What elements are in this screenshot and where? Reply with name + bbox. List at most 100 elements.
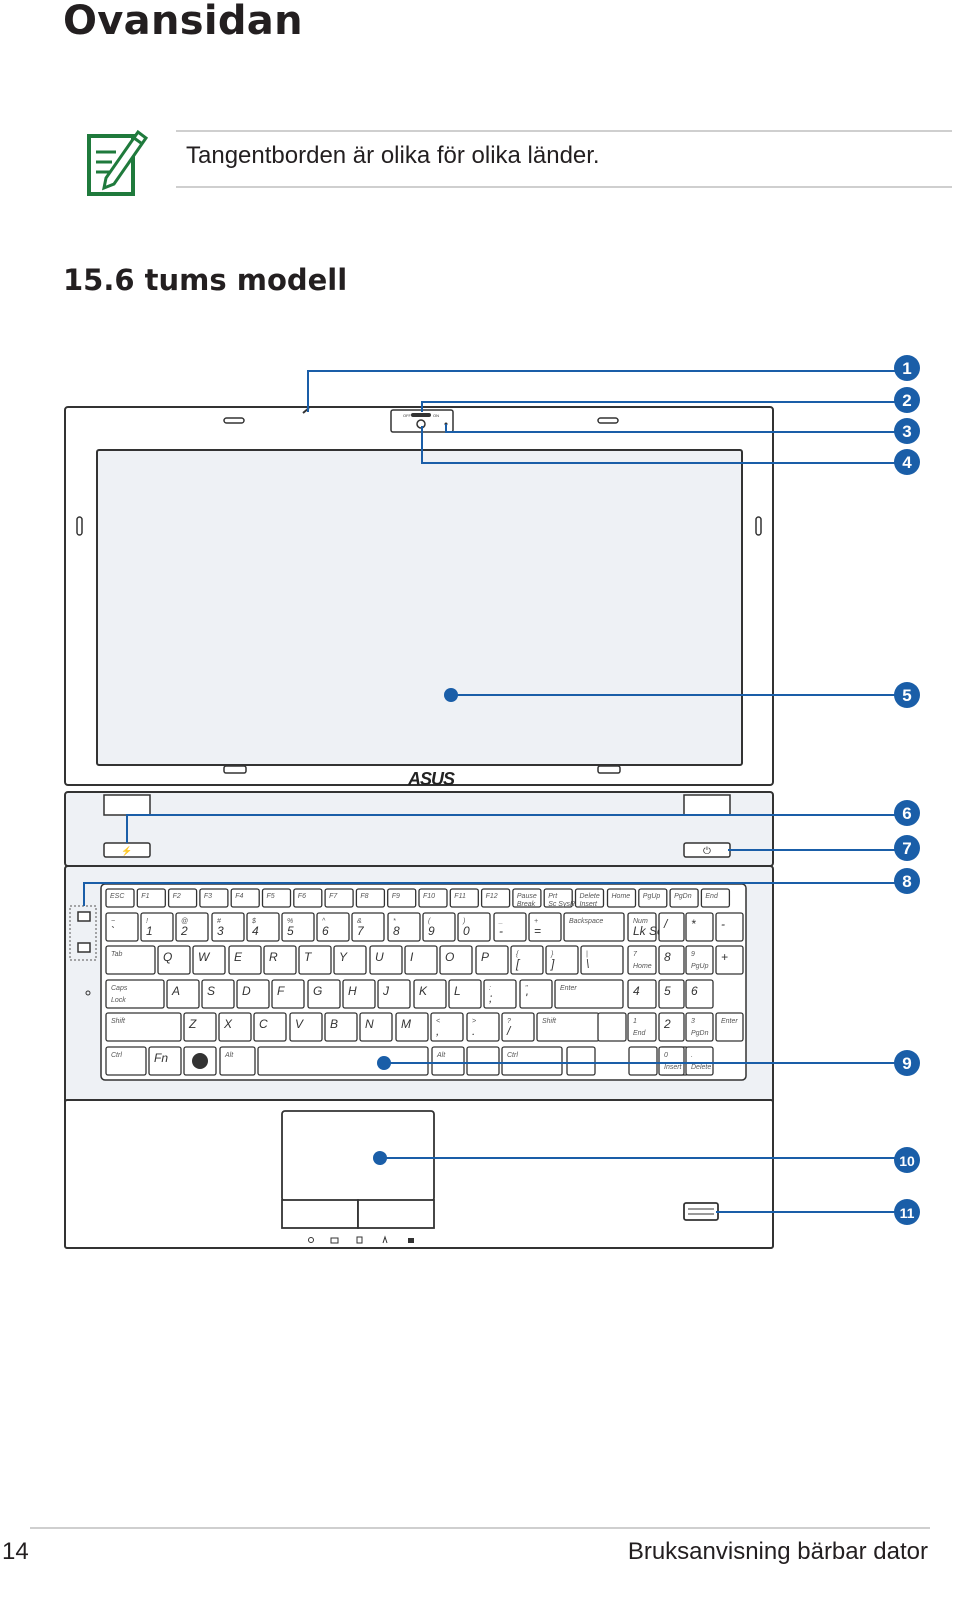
svg-text:4: 4 — [633, 984, 640, 998]
svg-text:N: N — [365, 1017, 374, 1031]
key-f6: F6 — [293, 888, 323, 908]
key-m: M — [395, 1012, 429, 1042]
svg-text:`: ` — [111, 924, 115, 938]
display-off-icon — [77, 942, 91, 953]
svg-text:Enter: Enter — [721, 1018, 738, 1025]
svg-text:{: { — [516, 951, 519, 958]
svg-text:End: End — [705, 893, 719, 900]
svg-text:#: # — [217, 918, 221, 925]
svg-text:0: 0 — [463, 924, 470, 938]
key-1: !1 — [140, 912, 174, 942]
wireless-indicator-icon — [382, 1235, 388, 1244]
svg-text:!: ! — [146, 918, 148, 925]
menu-key — [466, 1046, 500, 1076]
svg-text:ESC: ESC — [110, 893, 125, 900]
svg-text:10: 10 — [899, 1153, 915, 1169]
svg-text:X: X — [223, 1017, 233, 1031]
svg-text:Z: Z — [188, 1017, 197, 1031]
key-fn: Fn — [148, 1046, 182, 1076]
svg-text:I: I — [410, 950, 414, 964]
svg-text:Caps: Caps — [111, 985, 128, 992]
svg-text:V: V — [295, 1017, 304, 1031]
svg-text:5: 5 — [664, 984, 671, 998]
key-5: %5 — [281, 912, 315, 942]
svg-text:=: = — [534, 924, 541, 938]
svg-text:End: End — [633, 1030, 647, 1037]
svg-text:W: W — [198, 950, 211, 964]
svg-text:>: > — [472, 1018, 476, 1025]
svg-text:Delete: Delete — [580, 893, 600, 900]
touchpad-lock-icon — [77, 911, 91, 922]
svg-text:;: ; — [489, 991, 492, 1005]
svg-text:<: < — [436, 1018, 440, 1025]
svg-text:Num: Num — [633, 918, 648, 925]
svg-text:8: 8 — [393, 924, 400, 938]
key-tab: Tab — [105, 945, 156, 975]
svg-text:F1: F1 — [141, 893, 149, 900]
svg-text:': ' — [525, 991, 528, 1005]
svg-text:Prt: Prt — [548, 893, 558, 900]
svg-text:5: 5 — [287, 924, 294, 938]
svg-text:$: $ — [251, 918, 256, 925]
svg-text:^: ^ — [322, 918, 326, 925]
svg-text:9: 9 — [902, 1054, 911, 1073]
key-end: End — [700, 888, 731, 908]
key-f3: F3 — [199, 888, 229, 908]
key-l: L — [448, 979, 482, 1009]
svg-text:1: 1 — [902, 359, 911, 378]
key-e: E — [228, 945, 262, 975]
svg-text:A: A — [171, 984, 180, 998]
power-indicator-icon — [308, 1237, 314, 1243]
key-f2: F2 — [167, 888, 198, 908]
note-text: Tangentborden är olika för olika länder. — [186, 142, 600, 169]
svg-text:3: 3 — [902, 422, 911, 441]
key-f11: F11 — [449, 888, 479, 908]
svg-text:Delete: Delete — [691, 1064, 711, 1071]
svg-text:2: 2 — [902, 391, 911, 410]
svg-text:%: % — [287, 918, 293, 925]
key-: += — [528, 912, 562, 942]
svg-text:2: 2 — [180, 924, 188, 938]
key-: >. — [466, 1012, 500, 1042]
svg-text:Sc SysRq: Sc SysRq — [548, 901, 579, 908]
svg-text:H: H — [348, 984, 357, 998]
callout-badge-7: 7 — [894, 835, 920, 861]
key-0: )0 — [457, 912, 491, 942]
footer-rule — [30, 1527, 930, 1529]
callout-badge-4: 4 — [894, 449, 920, 475]
svg-text:]: ] — [550, 957, 555, 971]
svg-text:K: K — [419, 984, 428, 998]
svg-text:Backspace: Backspace — [569, 918, 603, 925]
callout-badge-3: 3 — [894, 418, 920, 444]
svg-text:9: 9 — [428, 924, 435, 938]
note-rule-bottom — [176, 186, 952, 188]
svg-text:D: D — [242, 984, 251, 998]
callout-badge-9: 9 — [894, 1050, 920, 1076]
key-pgdn: PgDn — [669, 888, 699, 908]
svg-text:F8: F8 — [360, 893, 368, 900]
key-f4: F4 — [230, 888, 260, 908]
svg-text:_: _ — [498, 918, 503, 925]
key-: * — [685, 912, 714, 942]
svg-text:P: P — [481, 950, 489, 964]
svg-text:+: + — [534, 918, 538, 925]
svg-text:F4: F4 — [235, 893, 243, 900]
key-f12: F12 — [480, 888, 511, 908]
spacebar — [257, 1046, 429, 1076]
svg-text:Break: Break — [517, 901, 536, 908]
svg-text:4: 4 — [252, 924, 259, 938]
key-2: 2 — [658, 1012, 685, 1042]
arrow-left-key — [566, 1046, 596, 1076]
svg-text:5: 5 — [902, 686, 911, 705]
caps-lock-indicator-icon — [408, 1238, 414, 1243]
key-f5: F5 — [261, 888, 292, 908]
svg-text:F2: F2 — [173, 893, 181, 900]
arrow-up-key — [597, 1012, 627, 1042]
callout-badge-8: 8 — [894, 868, 920, 894]
key-f1: F1 — [136, 888, 166, 908]
svg-text:): ) — [462, 918, 465, 925]
